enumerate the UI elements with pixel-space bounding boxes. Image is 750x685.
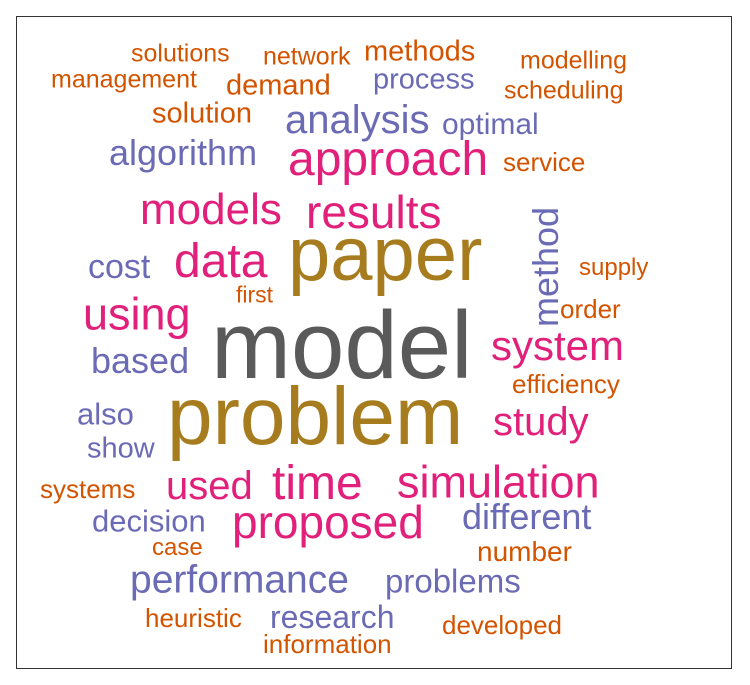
word-demand: demand [226,69,331,102]
word-also: also [77,396,134,432]
word-problems: problems [385,562,521,600]
word-time: time [272,457,363,510]
word-developed: developed [442,610,562,640]
word-modelling: modelling [520,46,628,75]
word-models: models [140,185,282,234]
word-process: process [373,63,475,96]
word-analysis: analysis [285,98,430,142]
word-system: system [491,322,625,369]
word-order: order [560,294,621,324]
word-cost: cost [88,248,151,286]
word-solution: solution [152,97,252,130]
word-problem: problem [167,371,464,462]
word-show: show [87,432,155,465]
word-management: management [51,65,197,94]
word-cloud-frame [16,16,732,669]
word-solutions: solutions [131,39,230,68]
word-performance: performance [130,558,349,602]
word-service: service [503,147,586,177]
word-model: model [211,292,473,399]
word-using: using [83,288,191,340]
word-network: network [263,42,351,71]
word-number: number [477,536,572,567]
word-algorithm: algorithm [109,132,258,173]
word-scheduling: scheduling [504,76,624,105]
word-methods: methods [364,35,476,68]
word-decision: decision [92,503,206,539]
word-approach: approach [288,133,489,186]
word-results: results [306,186,442,238]
word-used: used [166,464,253,508]
word-efficiency: efficiency [512,369,620,399]
word-simulation: simulation [397,456,600,508]
word-first: first [236,281,274,308]
word-paper: paper [288,212,483,297]
word-based: based [91,340,190,381]
word-information: information [263,629,392,659]
word-heuristic: heuristic [145,603,242,633]
word-supply: supply [579,254,649,281]
word-method: method [525,206,566,327]
word-data: data [174,235,268,288]
word-optimal: optimal [442,108,539,141]
word-research: research [270,599,395,635]
word-different: different [462,496,592,537]
word-case: case [152,534,203,561]
word-proposed: proposed [232,496,424,548]
word-study: study [493,400,589,444]
word-systems: systems [40,474,136,504]
